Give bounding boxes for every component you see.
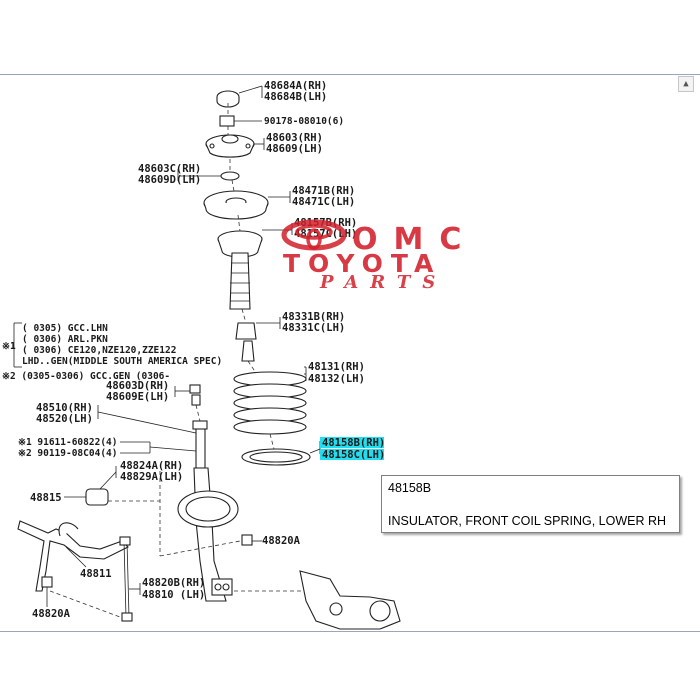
label-90119[interactable]: ※2 90119-08C04(4) <box>18 448 117 459</box>
part-48820a-bushing-right[interactable] <box>241 534 262 546</box>
scrollbar-up-arrow[interactable]: ▲ <box>678 76 694 92</box>
label-91611[interactable]: ※1 91611-60822(4) <box>18 437 117 448</box>
omc-toyota-watermark: OMC TOYOTA PARTS <box>281 219 477 293</box>
part-90178-nut[interactable] <box>219 115 262 127</box>
part-48820a-bushing-left[interactable] <box>41 576 53 588</box>
label-48820a-left[interactable]: 48820A <box>32 608 71 620</box>
part-48603-support[interactable] <box>205 134 264 158</box>
part-labels: 48684A(RH) 48684B(LH) 90178-08010(6) 486… <box>18 80 385 620</box>
label-48684a[interactable]: 48684A(RH) <box>264 80 327 92</box>
part-tooltip: 48158B INSULATOR, FRONT COIL SPRING, LOW… <box>381 475 680 533</box>
watermark-toyota: TOYOTA <box>283 249 441 278</box>
note-mark-1: ※1 <box>2 341 16 352</box>
tooltip-part-number: 48158B <box>388 481 432 495</box>
part-48510-strut[interactable] <box>177 420 239 602</box>
label-48603d[interactable]: 48603D(RH) <box>106 380 169 392</box>
label-90178[interactable]: 90178-08010(6) <box>264 116 344 127</box>
part-48471-seat[interactable] <box>203 190 290 220</box>
dashed-assembly-lines <box>49 103 302 618</box>
part-48331-bump-stop[interactable] <box>235 322 280 362</box>
part-48811-stabilizer-bar[interactable] <box>17 520 129 592</box>
label-48158b[interactable]: 48158B(RH) <box>322 437 385 449</box>
watermark-omc: OMC <box>352 222 477 257</box>
label-48829a[interactable]: 48829A(LH) <box>120 471 183 483</box>
label-48510[interactable]: 48510(RH) <box>36 402 93 414</box>
part-48815-bushing[interactable] <box>64 488 109 506</box>
application-notes: ※1 ( 0305) GCC.LHN ( 0306) ARL.PKN ( 030… <box>2 323 222 382</box>
label-48520[interactable]: 48520(LH) <box>36 413 93 425</box>
label-48603[interactable]: 48603(RH) <box>266 132 323 144</box>
tooltip-description: INSULATOR, FRONT COIL SPRING, LOWER RH <box>388 514 667 528</box>
highlight-48158c <box>320 449 384 460</box>
label-48131[interactable]: 48131(RH) <box>308 361 365 373</box>
part-48603d-bushing[interactable] <box>189 384 201 406</box>
part-steering-knuckle <box>299 570 401 630</box>
label-48471c[interactable]: 48471C(LH) <box>292 196 355 208</box>
label-48820b[interactable]: 48820B(RH) <box>142 577 205 589</box>
label-48824a[interactable]: 48824A(RH) <box>120 460 183 472</box>
label-48331c[interactable]: 48331C(LH) <box>282 322 345 334</box>
label-48609d[interactable]: 48609D(LH) <box>138 174 201 186</box>
note-line-2: ( 0306) ARL.PKN <box>22 334 108 345</box>
toyota-logo-icon <box>281 219 347 251</box>
label-48684b[interactable]: 48684B(LH) <box>264 91 327 103</box>
diagram-viewer[interactable]: 48684A(RH) 48684B(LH) 90178-08010(6) 486… <box>0 74 700 632</box>
label-48158c[interactable]: 48158C(LH) <box>322 449 385 461</box>
highlight-48158b <box>320 437 384 448</box>
note-line-5: ※2 (0305-0306) GCC.GEN (0306- <box>2 371 170 382</box>
part-48157-insulator[interactable] <box>217 229 292 258</box>
label-48132[interactable]: 48132(LH) <box>308 373 365 385</box>
part-48131-coil-spring[interactable] <box>233 371 307 435</box>
label-48811[interactable]: 48811 <box>80 568 112 580</box>
parts-diagram: 48684A(RH) 48684B(LH) 90178-08010(6) 486… <box>2 80 477 630</box>
part-48820b-link[interactable] <box>119 536 133 622</box>
label-48815[interactable]: 48815 <box>30 492 62 504</box>
part-bump-boot[interactable] <box>229 252 251 310</box>
part-48158-lower-insulator[interactable] <box>241 448 321 466</box>
note-line-1: ( 0305) GCC.LHN <box>22 323 108 334</box>
label-48810[interactable]: 48810 (LH) <box>142 589 205 601</box>
label-48331b[interactable]: 48331B(RH) <box>282 311 345 323</box>
label-48609e[interactable]: 48609E(LH) <box>106 391 169 403</box>
label-48603c[interactable]: 48603C(RH) <box>138 163 201 175</box>
part-48603c-bushing[interactable] <box>180 171 240 181</box>
note-line-4: LHD..GEN(MIDDLE SOUTH AMERICA SPEC) <box>22 356 222 367</box>
label-48609[interactable]: 48609(LH) <box>266 143 323 155</box>
label-48471b[interactable]: 48471B(RH) <box>292 185 355 197</box>
note-line-3: ( 0306) CE120,NZE120,ZZE122 <box>22 345 176 356</box>
label-48820a-right[interactable]: 48820A <box>262 535 301 547</box>
watermark-parts: PARTS <box>319 272 447 293</box>
